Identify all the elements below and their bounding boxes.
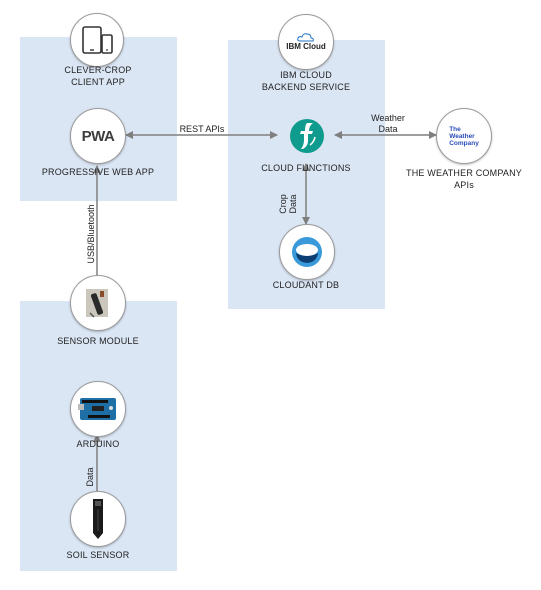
pwa-label: PROGRESSIVE WEB APP	[41, 167, 155, 177]
soil-sensor-node	[70, 491, 126, 547]
pwa-logo: PWA	[81, 127, 115, 145]
ibm-cloud-logo: IBM Cloud	[286, 42, 326, 51]
arduino-label: ARDUINO	[76, 439, 120, 449]
cloud-functions-logo	[290, 119, 324, 153]
edge-label-data: Data	[85, 467, 95, 487]
soil-sensor-photo	[93, 499, 103, 539]
client-app-node	[70, 13, 124, 67]
cloudant-logo	[292, 237, 322, 267]
soil-sensor-label: SOIL SENSOR	[66, 550, 130, 560]
edge-label-weather-data: Weather Data	[371, 113, 405, 134]
arduino-node	[70, 381, 126, 437]
sensor-module-label: SENSOR MODULE	[57, 336, 139, 346]
cloud-functions-label: CLOUD FUNCTIONS	[261, 163, 351, 173]
ibm-cloud-node: IBM Cloud	[278, 14, 334, 70]
edge-label-crop-data: Crop Data	[278, 194, 298, 214]
weather-label: THE WEATHER COMPANY APIs	[406, 168, 522, 190]
weather-node: The Weather Company	[436, 108, 492, 164]
cloudant-label: CLOUDANT DB	[272, 280, 340, 290]
cloud-functions-node	[279, 108, 335, 164]
tablet-phone-icon	[82, 26, 113, 54]
pwa-node: PWA	[70, 108, 126, 164]
sensor-module-photo	[86, 289, 108, 318]
edge-label-rest-apis: REST APIs	[179, 124, 225, 134]
arduino-board-photo	[78, 398, 116, 420]
ibm-cloud-label: IBM CLOUD BACKEND SERVICE	[261, 70, 351, 92]
weather-company-logo: The Weather Company	[449, 125, 479, 147]
sensor-module-node	[70, 275, 126, 331]
edge-label-usb-bluetooth: USB/Bluetooth	[86, 204, 96, 264]
cloudant-node	[279, 224, 335, 280]
client-app-label: CLEVER-CROP CLIENT APP	[64, 65, 132, 87]
cloud-icon	[297, 33, 314, 42]
